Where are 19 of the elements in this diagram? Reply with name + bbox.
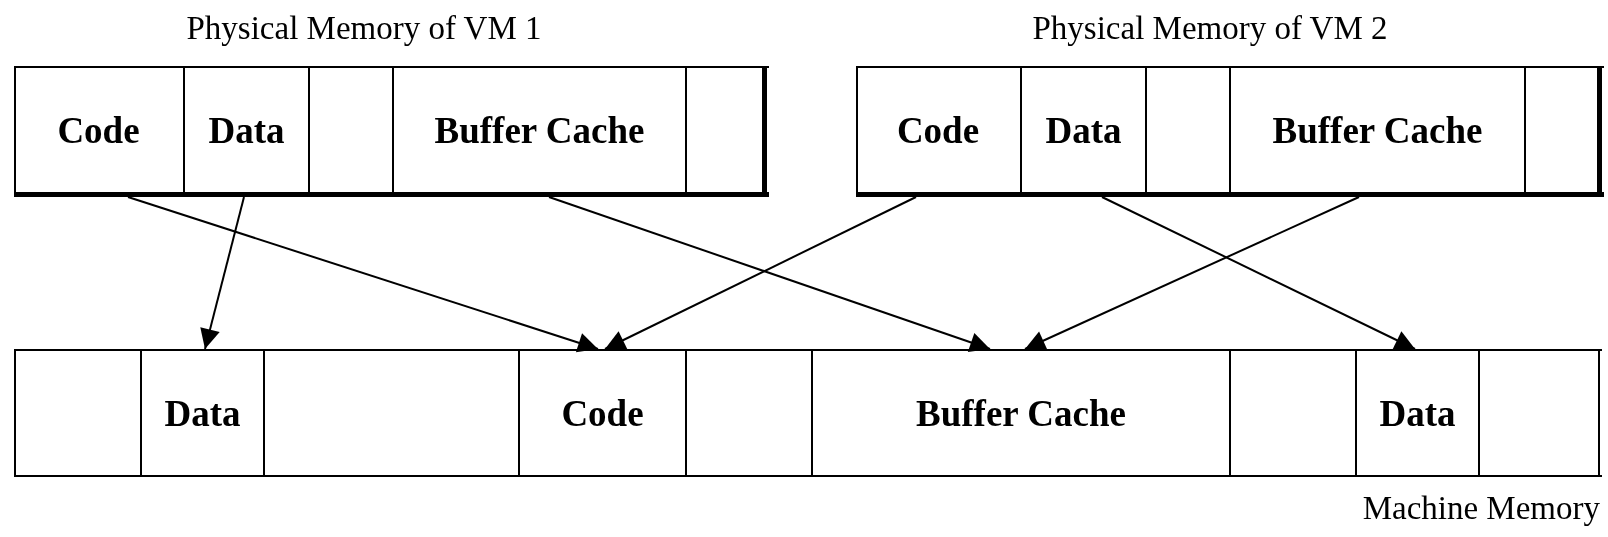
memory-segment: Code: [520, 351, 687, 475]
arrow: [1101, 196, 1416, 350]
memory-segment: Data: [142, 351, 265, 475]
memory-segment: Data: [185, 68, 310, 192]
memory-segment: Buffer Cache: [1231, 68, 1526, 192]
region-title: Machine Memory: [1362, 490, 1600, 527]
arrow: [604, 196, 917, 350]
arrow: [1024, 196, 1360, 350]
memory-segment: Code: [856, 68, 1022, 192]
arrow: [127, 196, 599, 353]
memory-segment: Data: [1022, 68, 1147, 192]
arrow: [200, 196, 245, 350]
region-title: Physical Memory of VM 1: [186, 10, 542, 47]
memory-segment: Code: [14, 68, 185, 192]
memory-segment: Buffer Cache: [813, 351, 1231, 475]
memory-segment: Data: [1357, 351, 1480, 475]
memory-segment: Buffer Cache: [394, 68, 687, 192]
arrow: [548, 196, 991, 352]
region-title: Physical Memory of VM 2: [1032, 10, 1388, 47]
